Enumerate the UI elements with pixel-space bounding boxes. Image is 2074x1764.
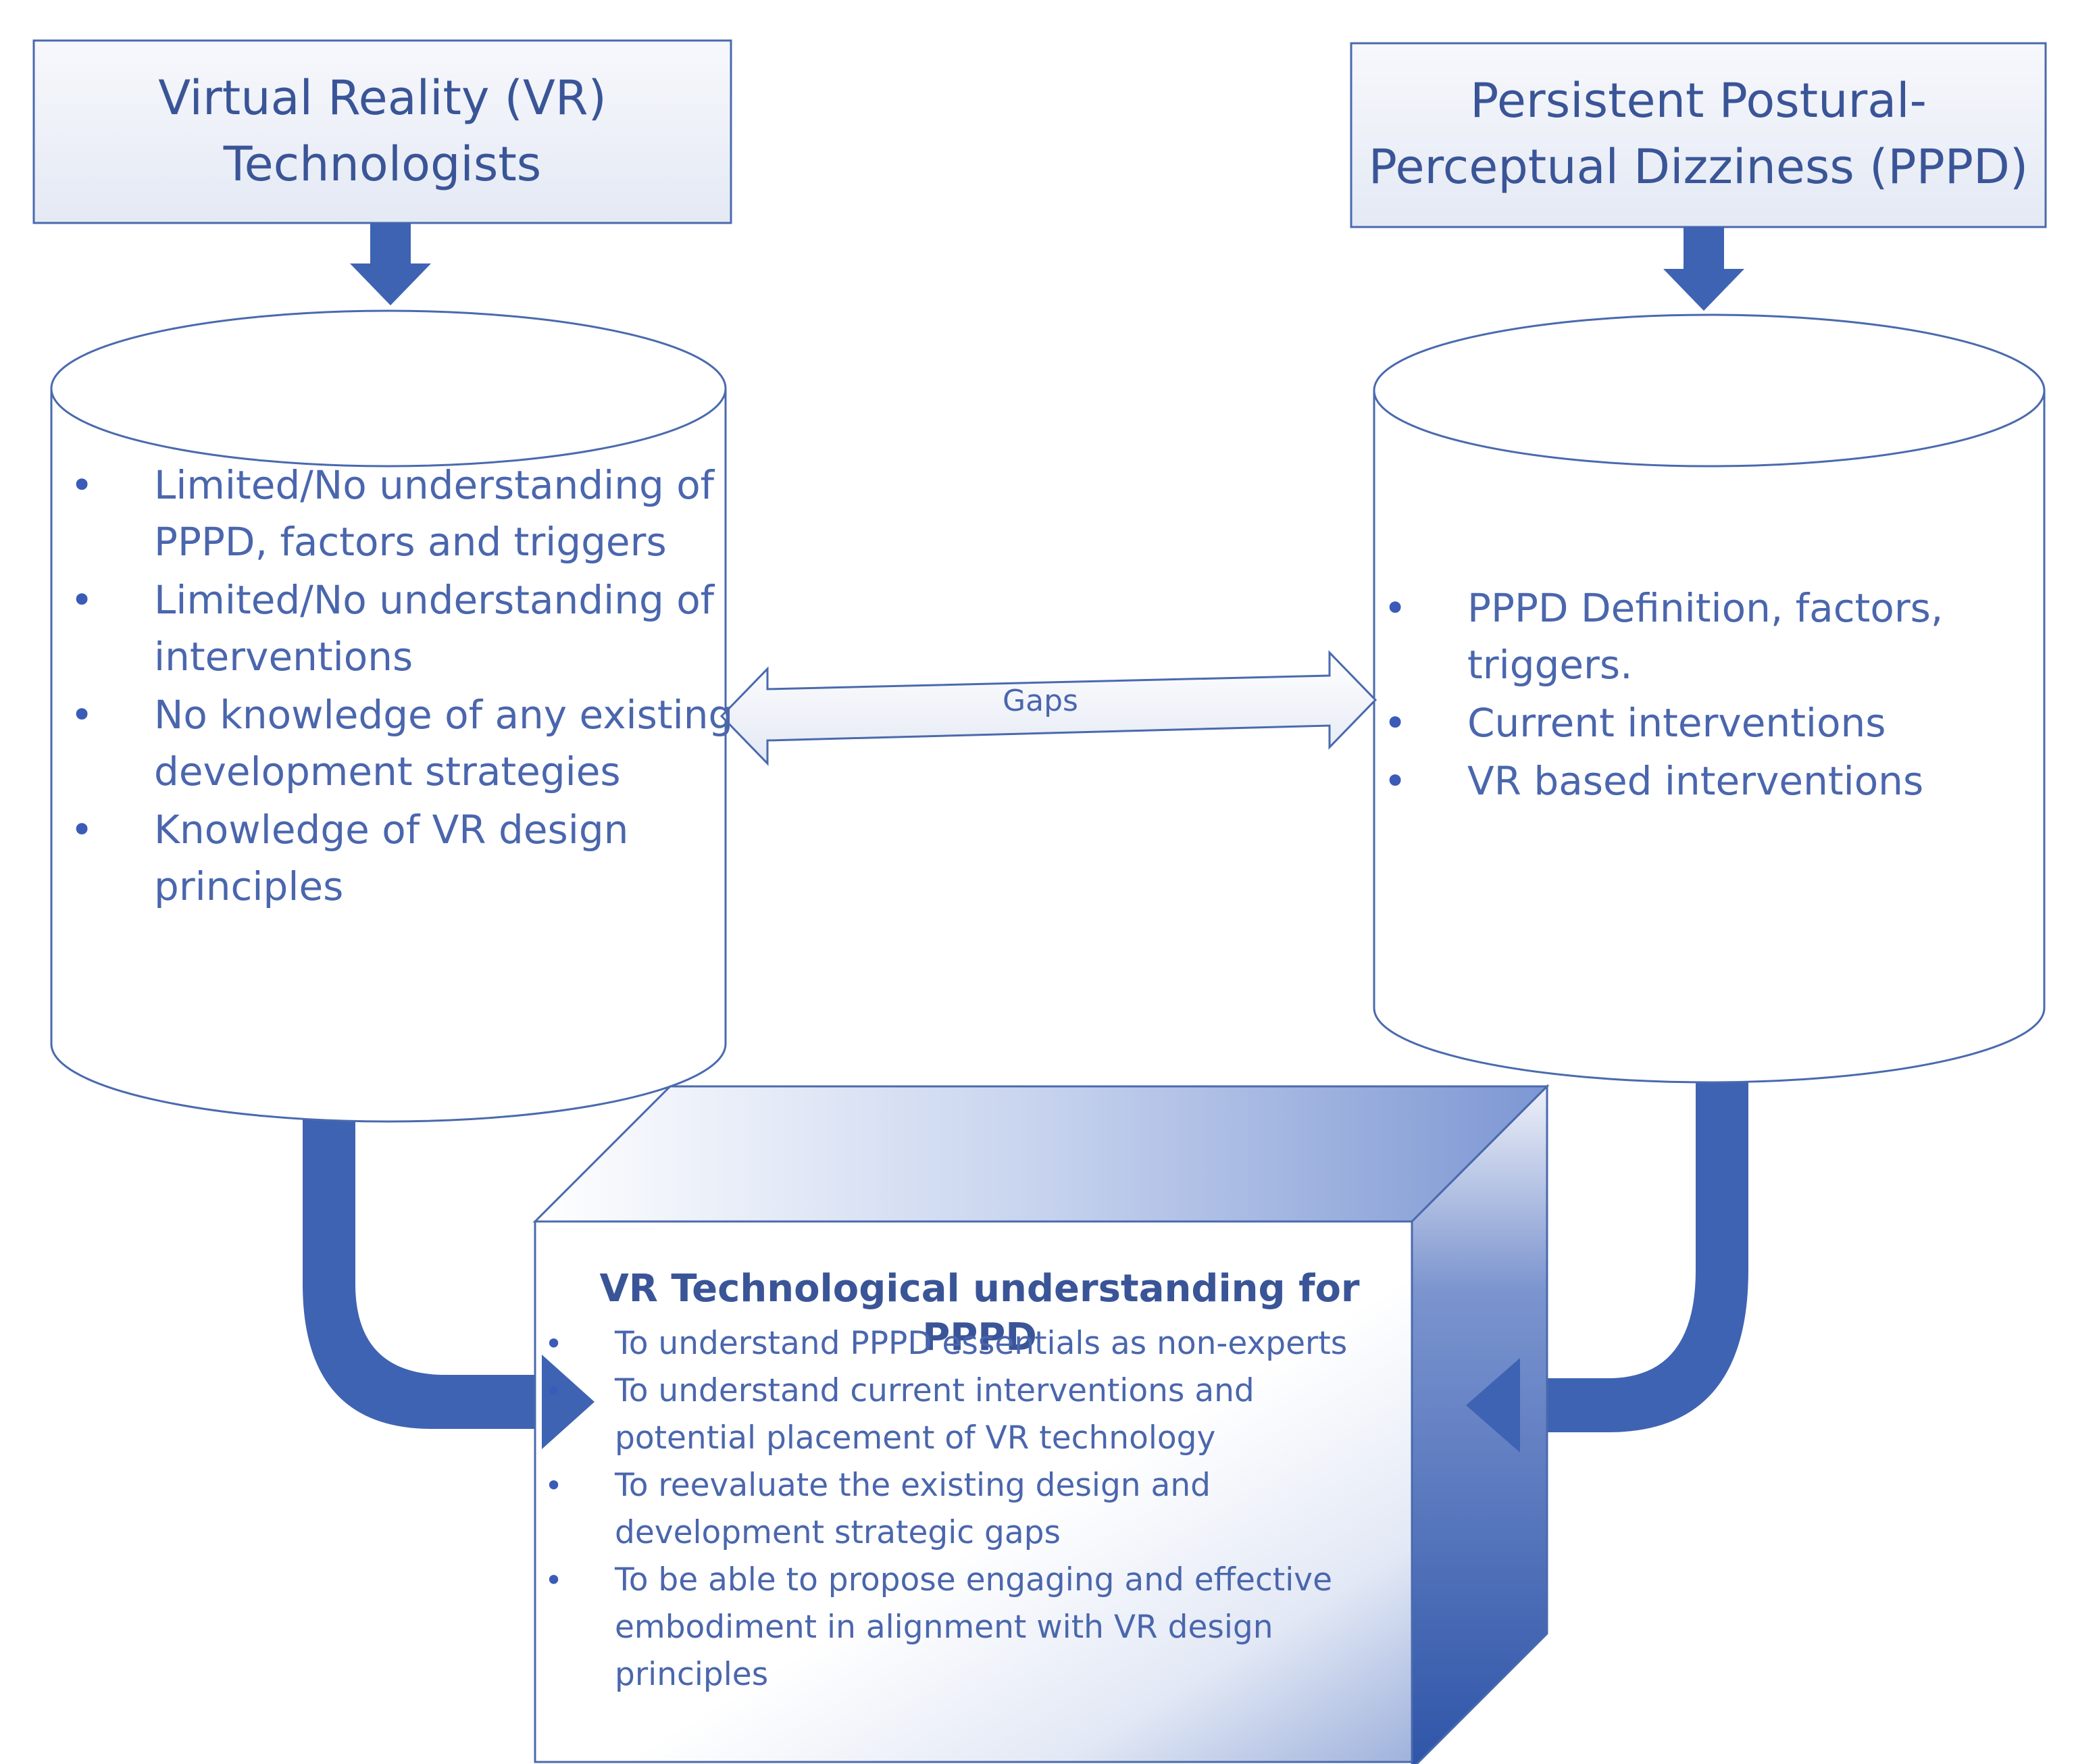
vr-cylinder-top [50,309,727,468]
gaps-double-arrow [719,650,1377,766]
vr-arrowhead [542,1355,595,1449]
outcome-box-front [534,1220,1413,1763]
vr-down-arrow [350,223,431,305]
pppd-arrowhead [1466,1358,1520,1453]
vr-cylinder-body [50,387,727,1123]
pppd-cylinder-top [1373,313,2046,468]
vr-technologists-box [32,39,732,224]
pppd-curved-arrow [1466,1074,1748,1453]
pppd-cylinder-body [1373,389,2046,1084]
outcome-box-top [532,1085,1550,1223]
pppd-box [1350,42,2047,228]
pppd-down-arrow [1663,227,1744,311]
vr-curved-arrow [303,1108,595,1449]
